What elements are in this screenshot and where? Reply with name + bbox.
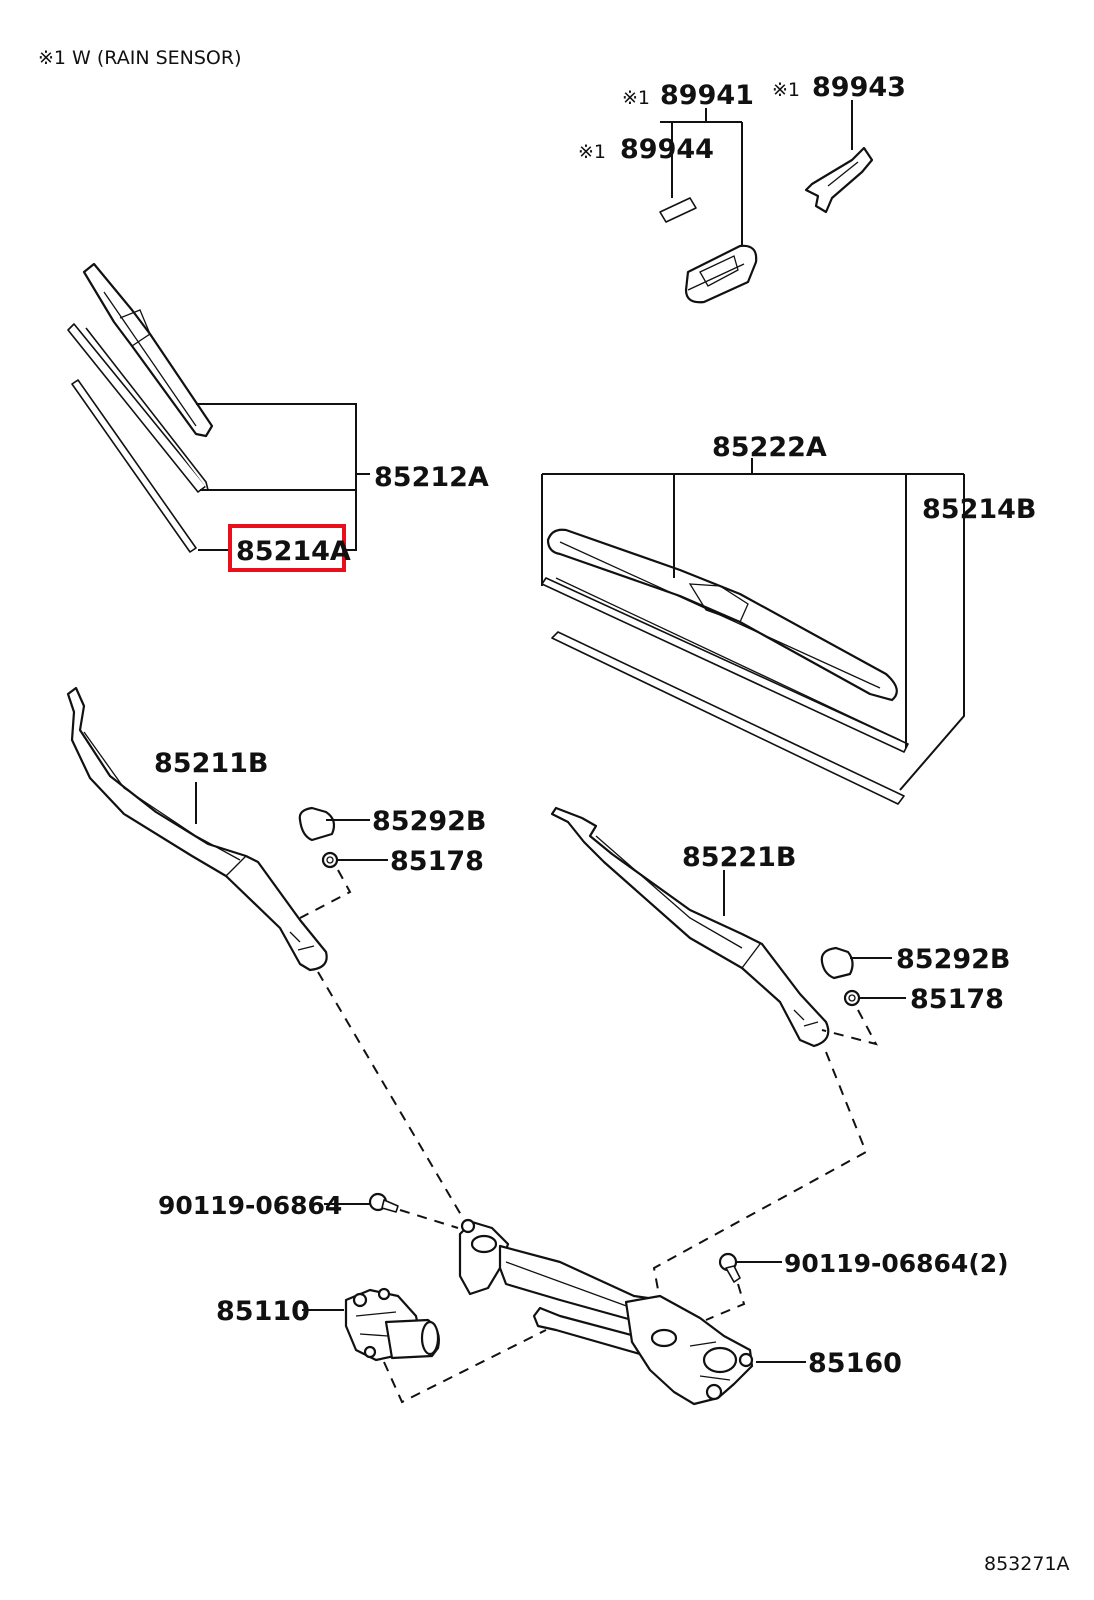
callout-90119-06864-left: 90119-06864	[158, 1191, 342, 1220]
callout-85214A: 85214A	[236, 536, 351, 567]
front-blade-lh-group	[541, 458, 965, 805]
callout-90119-06864-right: 90119-06864(2)	[784, 1249, 1009, 1278]
blade-rh-body	[82, 262, 214, 438]
callout-85110: 85110	[216, 1296, 310, 1327]
cap-lh	[820, 946, 854, 980]
callout-85292B-lh: 85292B	[896, 944, 1011, 975]
wiper-motor-group	[302, 1287, 547, 1404]
nut-lh	[843, 989, 861, 1007]
rain-sensor-pad	[659, 197, 697, 223]
cap-rh	[298, 806, 336, 842]
callout-89941-mark: ※1	[622, 87, 650, 109]
callout-89944-mark: ※1	[578, 141, 606, 163]
callout-85178-rh: 85178	[390, 846, 484, 877]
highlight-box	[228, 524, 346, 572]
callout-85160: 85160	[808, 1348, 902, 1379]
nut-rh	[321, 851, 339, 869]
arm-rh-body	[66, 686, 328, 972]
callout-85222A: 85222A	[712, 432, 827, 463]
callout-85292B-rh: 85292B	[372, 806, 487, 837]
callout-85221B: 85221B	[682, 842, 797, 873]
assembly-line-left	[317, 971, 465, 1221]
front-arm-rh-group	[66, 686, 388, 972]
callout-85212A: 85212A	[374, 462, 489, 493]
assembly-line-right	[652, 1051, 868, 1323]
callout-89943: 89943	[812, 72, 906, 103]
front-arm-lh-group	[550, 806, 906, 1048]
rain-sensor-assy-group	[659, 100, 874, 304]
arm-lh-body	[550, 806, 830, 1048]
blade-lh-rubber-lower	[551, 631, 905, 805]
callout-89943-mark: ※1	[772, 79, 800, 101]
callout-85214B: 85214B	[922, 494, 1037, 525]
wiper-link-group	[458, 1218, 806, 1406]
blade-rh-rubber-lower	[71, 379, 197, 553]
callout-89944: 89944	[620, 134, 714, 165]
callout-85211B: 85211B	[154, 748, 269, 779]
bolt-right-group	[705, 1252, 782, 1321]
front-blade-rh-group	[67, 262, 370, 553]
bolt-left-group	[324, 1192, 459, 1229]
callout-89941: 89941	[660, 80, 754, 111]
callout-85178-lh: 85178	[910, 984, 1004, 1015]
link-pivot-right	[624, 1294, 754, 1406]
figure-id: 853271A	[984, 1553, 1070, 1575]
blade-lh-body	[546, 528, 898, 702]
rain-sensor-bracket	[804, 146, 874, 214]
rain-sensor-note: ※1 W (RAIN SENSOR)	[38, 47, 241, 69]
blade-lh-rubber-upper	[541, 577, 909, 753]
